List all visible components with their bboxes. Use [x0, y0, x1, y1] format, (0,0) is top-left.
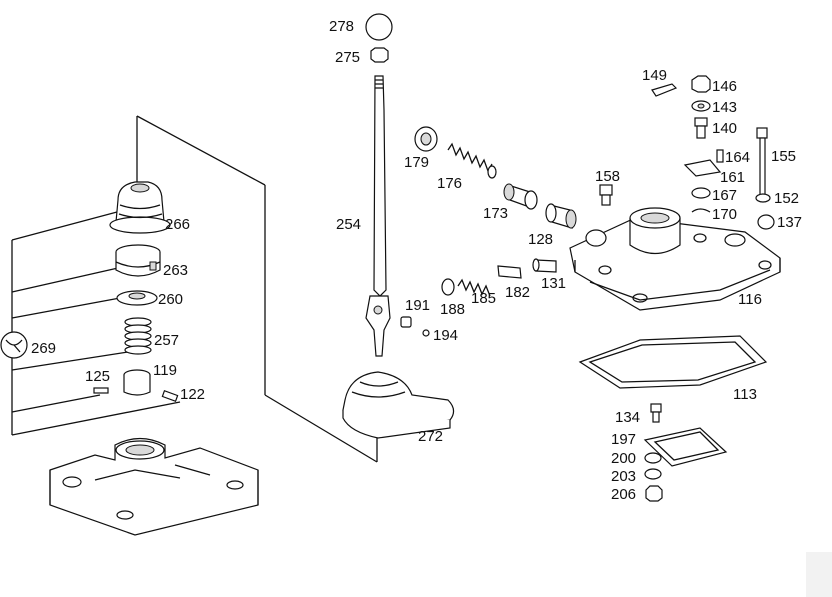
label-140: 140	[712, 120, 737, 137]
label-146: 146	[712, 78, 737, 95]
spring-257	[124, 317, 152, 355]
label-278: 278	[329, 18, 354, 35]
spring-185	[457, 278, 491, 297]
circlip-170	[691, 208, 711, 213]
nut-206	[645, 485, 663, 502]
label-155: 155	[771, 148, 796, 165]
plug-158	[599, 184, 613, 206]
label-167: 167	[712, 187, 737, 204]
plunger-173	[503, 183, 538, 210]
labels: 278 275 254 272 266 263 260 257 269 125 …	[31, 18, 802, 503]
washer-200	[644, 452, 662, 464]
boot-266	[109, 181, 171, 234]
label-125: 125	[85, 368, 110, 385]
pin-125	[93, 387, 109, 394]
label-149: 149	[642, 67, 667, 84]
ball-194	[422, 329, 430, 337]
label-122: 122	[180, 386, 205, 403]
label-143: 143	[712, 99, 737, 116]
label-161: 161	[720, 169, 745, 186]
boot-272	[342, 371, 455, 439]
pin-164	[716, 149, 724, 163]
small-parts-row	[400, 258, 557, 337]
spring-176	[447, 142, 497, 179]
label-260: 260	[158, 291, 183, 308]
nut-146	[691, 75, 711, 93]
label-197: 197	[611, 431, 636, 448]
label-203: 203	[611, 468, 636, 485]
label-116: 116	[738, 291, 762, 308]
label-257: 257	[154, 332, 179, 349]
clip-269	[0, 331, 28, 359]
label-206: 206	[611, 486, 636, 503]
label-158: 158	[595, 168, 620, 185]
bottom-right-parts	[643, 403, 728, 502]
label-266: 266	[165, 216, 190, 233]
label-134: 134	[615, 409, 640, 426]
label-119: 119	[153, 362, 177, 379]
ball-278	[365, 13, 393, 41]
label-164: 164	[725, 149, 750, 166]
label-263: 263	[163, 262, 188, 279]
lever-161	[683, 159, 722, 177]
lower-housing	[49, 437, 259, 536]
lever-254	[365, 75, 391, 357]
bolt-head-155	[756, 127, 768, 139]
label-275: 275	[335, 49, 360, 66]
pin-182	[497, 265, 522, 279]
sleeve-128	[545, 203, 577, 229]
cap-188	[441, 278, 455, 296]
split-pin-149	[651, 83, 678, 97]
washer-167	[691, 187, 711, 199]
cover-116	[569, 207, 781, 311]
label-269: 269	[31, 340, 56, 357]
disc-260	[116, 290, 158, 306]
label-131: 131	[541, 275, 566, 292]
label-254: 254	[336, 216, 361, 233]
gasket-113	[578, 335, 768, 389]
screw-134	[650, 403, 662, 413]
label-191: 191	[405, 297, 430, 314]
label-194: 194	[433, 327, 458, 344]
label-170: 170	[712, 206, 737, 223]
label-200: 200	[611, 450, 636, 467]
right-small-parts	[651, 75, 775, 230]
stud-140	[694, 117, 708, 127]
nut-179	[414, 126, 438, 152]
label-182: 182	[505, 284, 530, 301]
label-137: 137	[777, 214, 802, 231]
plug-137	[757, 214, 775, 230]
bushing-119	[123, 369, 151, 396]
label-272: 272	[418, 428, 443, 445]
nut-275	[370, 47, 389, 63]
label-128: 128	[528, 231, 553, 248]
label-152: 152	[774, 190, 799, 207]
left-stack-frame	[11, 115, 378, 463]
washer-203	[644, 468, 662, 480]
label-188: 188	[440, 301, 465, 318]
label-176: 176	[437, 175, 462, 192]
label-179: 179	[404, 154, 429, 171]
bolt-155	[759, 137, 766, 199]
plug-191	[400, 316, 412, 328]
washer-152	[755, 193, 771, 203]
pin-122	[161, 390, 179, 402]
cup-263	[115, 244, 161, 277]
label-185: 185	[471, 290, 496, 307]
label-173: 173	[483, 205, 508, 222]
edge-strip	[806, 552, 832, 597]
label-113: 113	[733, 386, 757, 403]
